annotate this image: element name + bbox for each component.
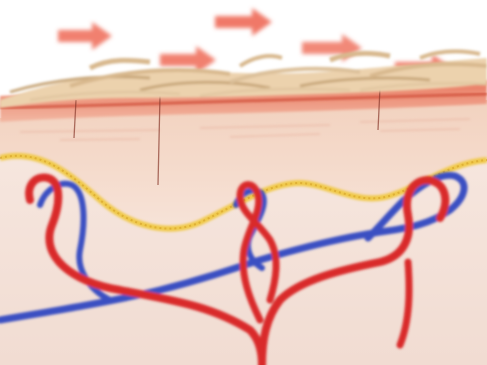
skin-cross-section-drawing xyxy=(0,0,487,365)
skin-illustration xyxy=(0,0,487,365)
